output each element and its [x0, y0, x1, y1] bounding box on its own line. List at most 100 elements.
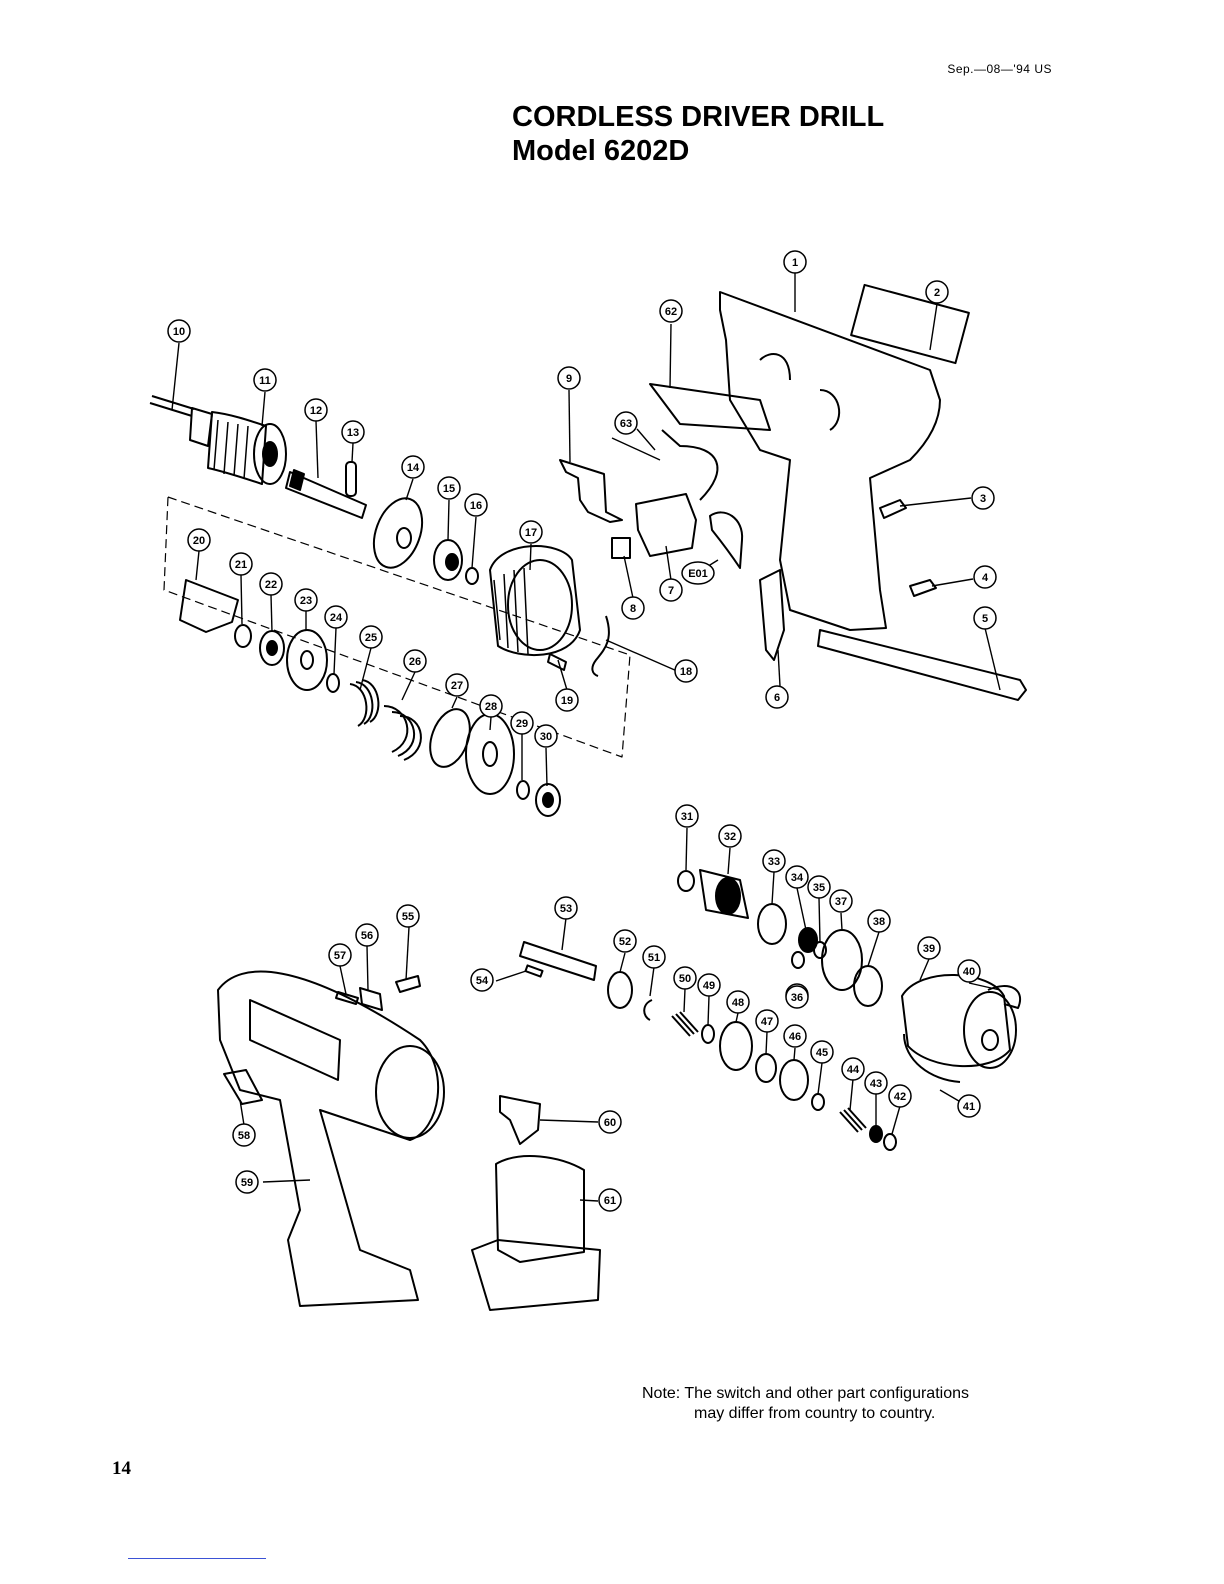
- callout-7: 7: [659, 578, 683, 602]
- callout-circle: [755, 1009, 779, 1033]
- callout-label: 45: [816, 1047, 828, 1059]
- clip-6: [759, 569, 785, 661]
- gear-46: [779, 1059, 809, 1101]
- callout-17: 17: [519, 520, 543, 544]
- callout-circle: [829, 889, 853, 913]
- callout-label: 28: [485, 701, 497, 713]
- callout-circle: [674, 659, 698, 683]
- callout-circle: [613, 929, 637, 953]
- callout-label: 6: [774, 692, 780, 704]
- callout-circle: [841, 1057, 865, 1081]
- bracket-41: [903, 1033, 961, 1083]
- ring-33: [757, 903, 787, 945]
- gear-assembly: [179, 579, 561, 817]
- callout-e01: E01: [681, 561, 715, 585]
- note-line-2: may differ from country to country.: [694, 1405, 936, 1422]
- callout-label: 54: [476, 975, 489, 987]
- callout-42: 42: [888, 1084, 912, 1108]
- callout-label: 60: [604, 1117, 616, 1129]
- clip-51: [643, 999, 653, 1021]
- callout-label: 61: [604, 1195, 616, 1207]
- callout-circle: [971, 486, 995, 510]
- callout-34: 34: [785, 865, 809, 889]
- washer-38: [853, 965, 883, 1007]
- trigger-E01: [709, 511, 744, 569]
- callout-1: 1: [783, 250, 807, 274]
- callout-28: 28: [479, 694, 503, 718]
- callout-circle: [973, 565, 997, 589]
- callout-circle: [957, 959, 981, 983]
- callout-label: 24: [330, 612, 343, 624]
- washer-31: [677, 870, 695, 892]
- callout-39: 39: [917, 936, 941, 960]
- callout-10: 10: [167, 319, 191, 343]
- motor-39: [901, 974, 1017, 1069]
- callout-label: 46: [789, 1031, 801, 1043]
- spring-44: [839, 1107, 867, 1133]
- callout-circle: [642, 945, 666, 969]
- callout-label: 41: [963, 1101, 975, 1113]
- callout-46: 46: [783, 1024, 807, 1048]
- callout-60: 60: [598, 1110, 622, 1134]
- part-43: [869, 1125, 883, 1143]
- callout-50: 50: [673, 966, 697, 990]
- gear-housing-17: [489, 545, 581, 656]
- callout-circle: [785, 985, 809, 1009]
- battery-61: [471, 1155, 601, 1311]
- callout-label: 9: [566, 373, 572, 385]
- callout-circle: [807, 875, 831, 899]
- spindle: [285, 469, 367, 519]
- callout-label: 42: [894, 1091, 906, 1103]
- washer-45: [811, 1093, 825, 1111]
- callout-circle: [403, 649, 427, 673]
- callout-23: 23: [294, 588, 318, 612]
- callout-circle: [359, 625, 383, 649]
- terminal-60: [499, 1095, 541, 1145]
- callout-label: 2: [934, 287, 940, 299]
- callout-3: 3: [971, 486, 995, 510]
- callout-18: 18: [674, 659, 698, 683]
- callout-label: 31: [681, 811, 693, 823]
- pin-54: [524, 964, 544, 978]
- callout-24: 24: [324, 605, 348, 629]
- callout-label: 49: [703, 980, 715, 992]
- bracket-56: [359, 987, 383, 1011]
- callout-circle: [328, 943, 352, 967]
- callout-label: 57: [334, 950, 346, 962]
- chuck-assembly: [149, 395, 287, 485]
- washer-49: [701, 1024, 715, 1044]
- callout-label: 63: [620, 418, 632, 430]
- callout-circle: [810, 1040, 834, 1064]
- callout-circle: [783, 250, 807, 274]
- callout-52: 52: [613, 929, 637, 953]
- page-title: CORDLESS DRIVER DRILL Model 6202D: [512, 100, 884, 168]
- callout-circle: [401, 455, 425, 479]
- title-line-1: CORDLESS DRIVER DRILL: [512, 101, 885, 133]
- callout-33: 33: [762, 849, 786, 873]
- housing-59: [217, 970, 445, 1307]
- callout-label: 16: [470, 500, 482, 512]
- gear-36: [791, 951, 805, 969]
- callout-circle: [598, 1110, 622, 1134]
- callout-circle: [673, 966, 697, 990]
- spring-50: [671, 1011, 699, 1037]
- callout-circle: [867, 909, 891, 933]
- callout-label: 62: [665, 306, 677, 318]
- callout-label: 51: [648, 952, 660, 964]
- callout-label: 50: [679, 973, 691, 985]
- callout-label: 38: [873, 916, 885, 928]
- bearing-47: [755, 1053, 777, 1083]
- callout-49: 49: [697, 973, 721, 997]
- title-line-2: Model 6202D: [512, 135, 690, 167]
- callout-38: 38: [867, 909, 891, 933]
- callout-label: 25: [365, 632, 377, 644]
- callout-62: 62: [659, 299, 683, 323]
- callout-circle: [304, 398, 328, 422]
- callout-circle: [235, 1170, 259, 1194]
- callout-circle: [557, 366, 581, 390]
- callout-circle: [659, 578, 683, 602]
- callout-label: 7: [668, 585, 674, 597]
- callout-label: 59: [241, 1177, 253, 1189]
- callout-circle: [762, 849, 786, 873]
- callout-label: 29: [516, 718, 528, 730]
